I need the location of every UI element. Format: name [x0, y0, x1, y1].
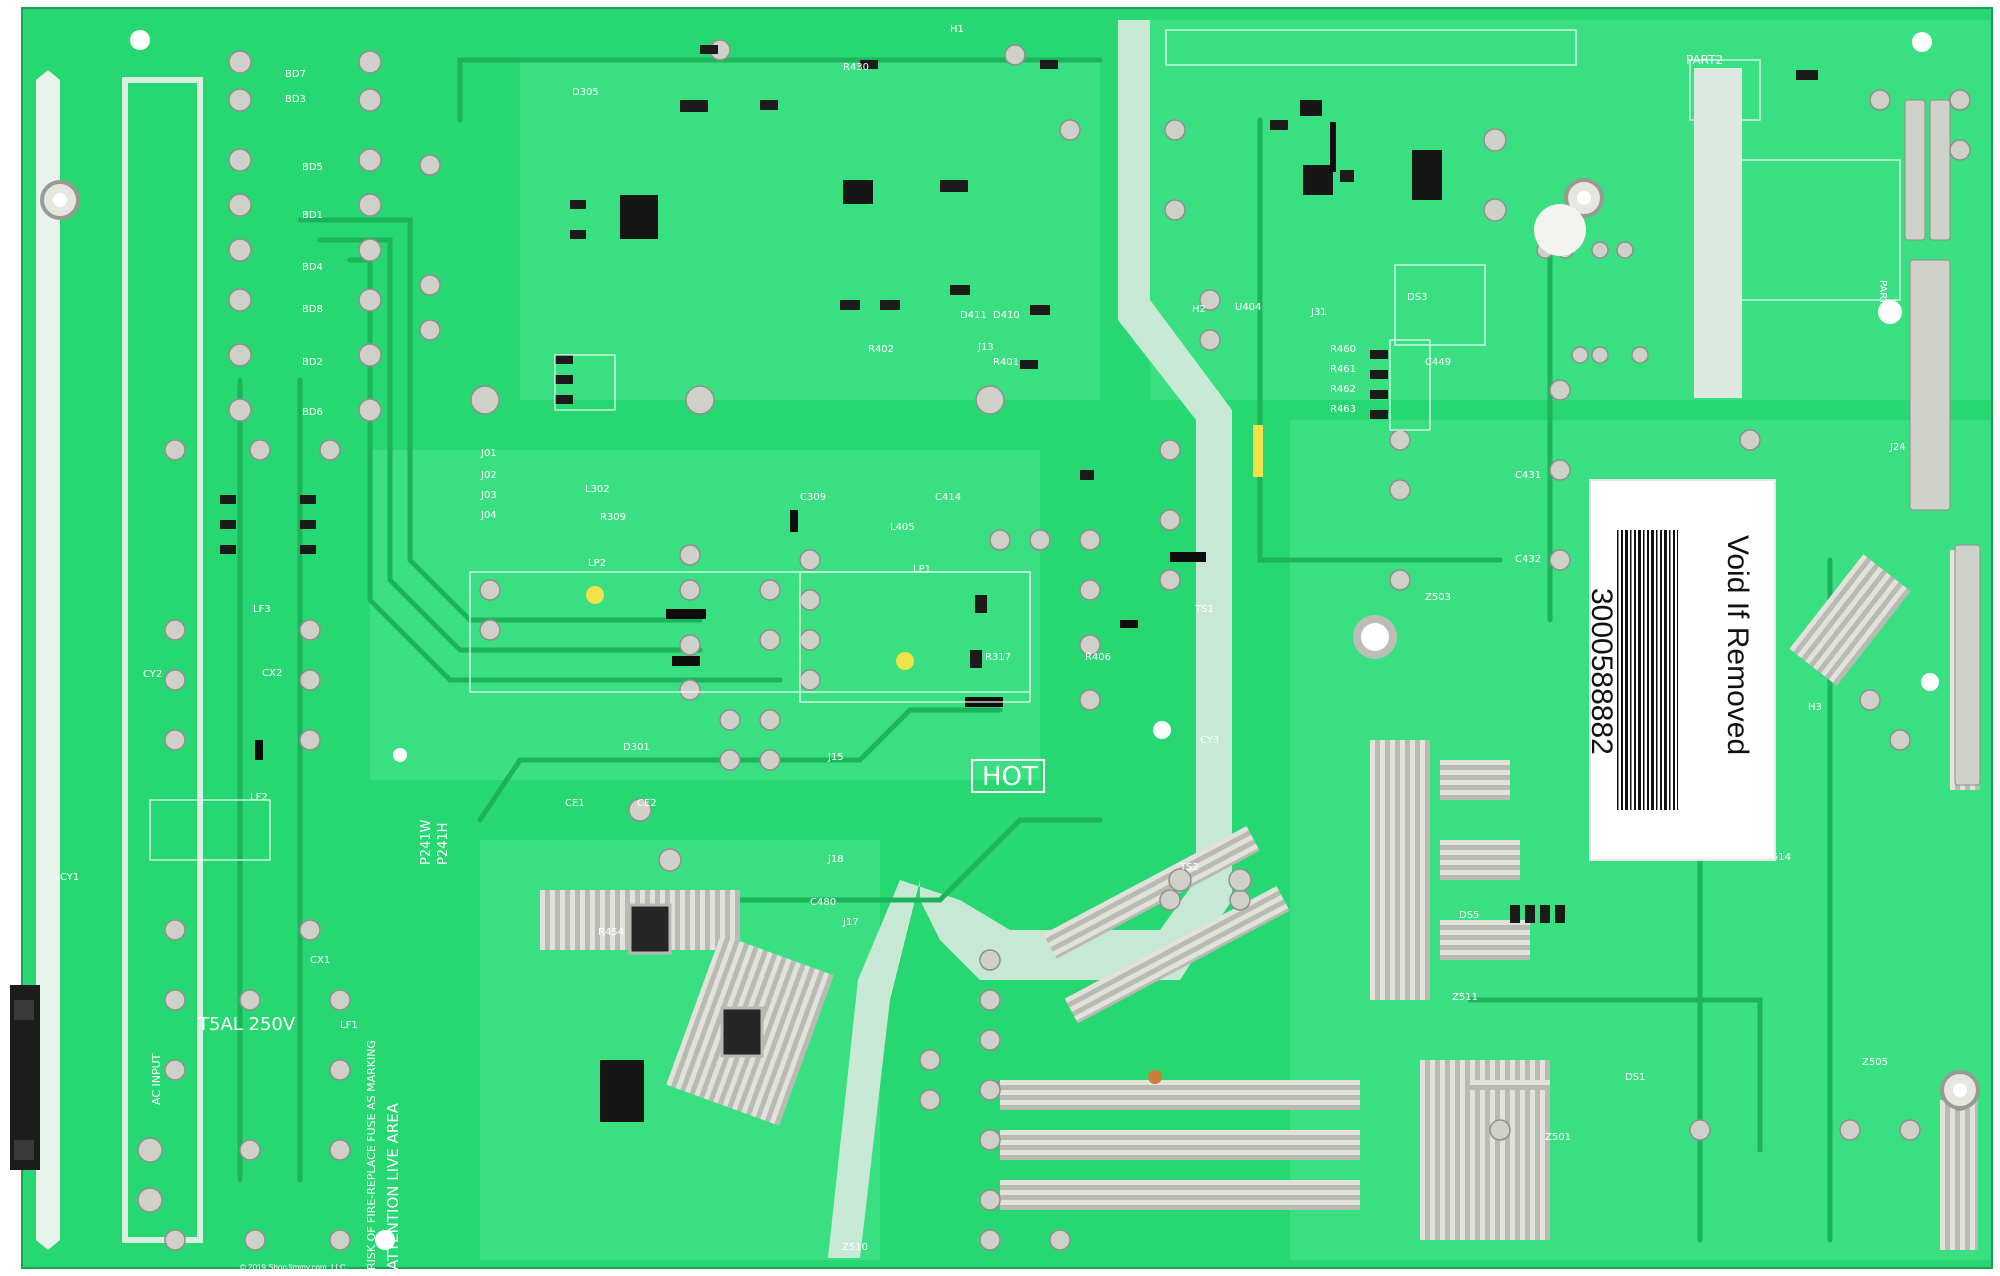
- svg-text:R406: R406: [1085, 652, 1111, 663]
- svg-text:J15: J15: [827, 752, 844, 763]
- svg-text:R454: R454: [598, 927, 624, 938]
- svg-text:R461: R461: [1330, 364, 1356, 375]
- warning-line-1: RISK OF FIRE-REPLACE FUSE AS MARKING: [365, 1040, 378, 1270]
- svg-text:R430: R430: [843, 62, 869, 73]
- designator-labels: H1 H2 H3 LP1 LP2 LF1 LF2 LF3 TS1 TS2 CX1…: [60, 24, 1906, 1253]
- svg-text:U404: U404: [1235, 302, 1261, 313]
- svg-text:C309: C309: [800, 492, 826, 503]
- barcode: [1616, 530, 1678, 810]
- svg-text:CY1: CY1: [60, 872, 79, 883]
- svg-text:D305: D305: [572, 87, 599, 98]
- hot-label: HOT: [982, 762, 1038, 792]
- fuse-label: T5AL 250V: [197, 1014, 296, 1035]
- svg-text:CY2: CY2: [143, 669, 162, 680]
- left-slot: [36, 70, 60, 1250]
- svg-text:CY3: CY3: [1200, 735, 1219, 746]
- yellow-test-points: [586, 425, 1263, 1084]
- svg-text:BD7: BD7: [285, 69, 306, 80]
- svg-text:LP2: LP2: [588, 558, 606, 569]
- svg-text:CE1: CE1: [565, 798, 585, 809]
- svg-text:BD5: BD5: [302, 162, 323, 173]
- hot-label-box: [971, 759, 1045, 793]
- svg-text:BD1: BD1: [302, 210, 323, 221]
- svg-text:D301: D301: [623, 742, 650, 753]
- svg-text:BD8: BD8: [302, 304, 323, 315]
- svg-text:J02: J02: [480, 470, 497, 481]
- svg-text:BD3: BD3: [285, 94, 306, 105]
- ac-input-connector: [10, 985, 40, 1170]
- svg-text:H3: H3: [1808, 702, 1822, 713]
- void-text: Void If Removed: [1721, 535, 1754, 755]
- part2-block: [1694, 68, 1742, 398]
- model-label-2: P241H: [436, 823, 451, 865]
- svg-text:Z505: Z505: [1862, 1057, 1888, 1068]
- traces: [237, 57, 1833, 1243]
- svg-text:DS5: DS5: [1459, 910, 1479, 921]
- svg-text:J18: J18: [827, 854, 844, 865]
- svg-text:Z501: Z501: [1545, 1132, 1571, 1143]
- svg-text:R402: R402: [868, 344, 894, 355]
- solder-pads: [137, 39, 1971, 1251]
- svg-text:R463: R463: [1330, 404, 1356, 415]
- svg-text:Z503: Z503: [1425, 592, 1451, 603]
- svg-text:LF2: LF2: [250, 792, 268, 803]
- mounting-holes: [40, 30, 1980, 1250]
- svg-text:C431: C431: [1515, 470, 1541, 481]
- silk-outlines: [149, 29, 1901, 861]
- svg-text:R401: R401: [993, 357, 1019, 368]
- part1-label: PART1: [1877, 280, 1888, 311]
- svg-text:R460: R460: [1330, 344, 1356, 355]
- warning-line-2: ATTENTION LIVE AREA: [384, 1102, 402, 1270]
- serial-number: 3000588882: [1585, 588, 1618, 755]
- svg-text:CX1: CX1: [310, 955, 330, 966]
- svg-text:C449: C449: [1425, 357, 1451, 368]
- svg-text:R317: R317: [985, 652, 1011, 663]
- svg-text:TS2: TS2: [1179, 862, 1199, 873]
- svg-text:Z511: Z511: [1452, 992, 1478, 1003]
- svg-text:L302: L302: [585, 484, 610, 495]
- svg-text:C480: C480: [810, 897, 836, 908]
- svg-text:R309: R309: [600, 512, 626, 523]
- svg-text:J03: J03: [480, 490, 497, 501]
- ac-input-label: AC INPUT: [150, 1053, 163, 1105]
- isolation-slot: [828, 20, 1232, 1258]
- svg-text:TS1: TS1: [1194, 604, 1214, 615]
- part2-label: PART2: [1686, 53, 1723, 67]
- svg-text:C432: C432: [1515, 554, 1541, 565]
- svg-text:LF3: LF3: [253, 604, 271, 615]
- void-sticker: Void If Removed 3000588882: [1585, 479, 1776, 861]
- svg-text:R462: R462: [1330, 384, 1356, 395]
- svg-text:DS1: DS1: [1625, 1072, 1645, 1083]
- svg-text:LF1: LF1: [340, 1020, 358, 1031]
- svg-text:D410: D410: [993, 310, 1020, 321]
- svg-text:Z510: Z510: [842, 1242, 868, 1253]
- svg-text:BD2: BD2: [302, 357, 323, 368]
- svg-text:Z514: Z514: [1765, 852, 1791, 863]
- svg-text:CE2: CE2: [637, 798, 657, 809]
- output-header-pins: [1904, 99, 1981, 786]
- svg-text:J01: J01: [480, 448, 497, 459]
- svg-text:BD4: BD4: [302, 262, 323, 273]
- svg-text:L405: L405: [890, 522, 915, 533]
- model-label-1: P241W: [419, 819, 434, 865]
- svg-text:J17: J17: [842, 917, 859, 928]
- copyright-label: © 2019 ShopJimmy.com, LLC: [240, 1263, 346, 1272]
- primary-slot: [122, 77, 203, 1243]
- svg-text:C414: C414: [935, 492, 961, 503]
- svg-text:J24: J24: [1889, 442, 1906, 453]
- svg-text:CX2: CX2: [262, 668, 282, 679]
- svg-text:J04: J04: [480, 510, 497, 521]
- svg-text:J13: J13: [977, 342, 994, 353]
- svg-text:DS3: DS3: [1407, 292, 1427, 303]
- svg-text:LP1: LP1: [913, 564, 931, 575]
- svg-text:H2: H2: [1192, 304, 1206, 315]
- svg-text:D411: D411: [960, 310, 987, 321]
- svg-text:H1: H1: [950, 24, 964, 35]
- smd-components: [220, 45, 1818, 1122]
- svg-text:BD6: BD6: [302, 407, 323, 418]
- svg-text:J31: J31: [1310, 307, 1327, 318]
